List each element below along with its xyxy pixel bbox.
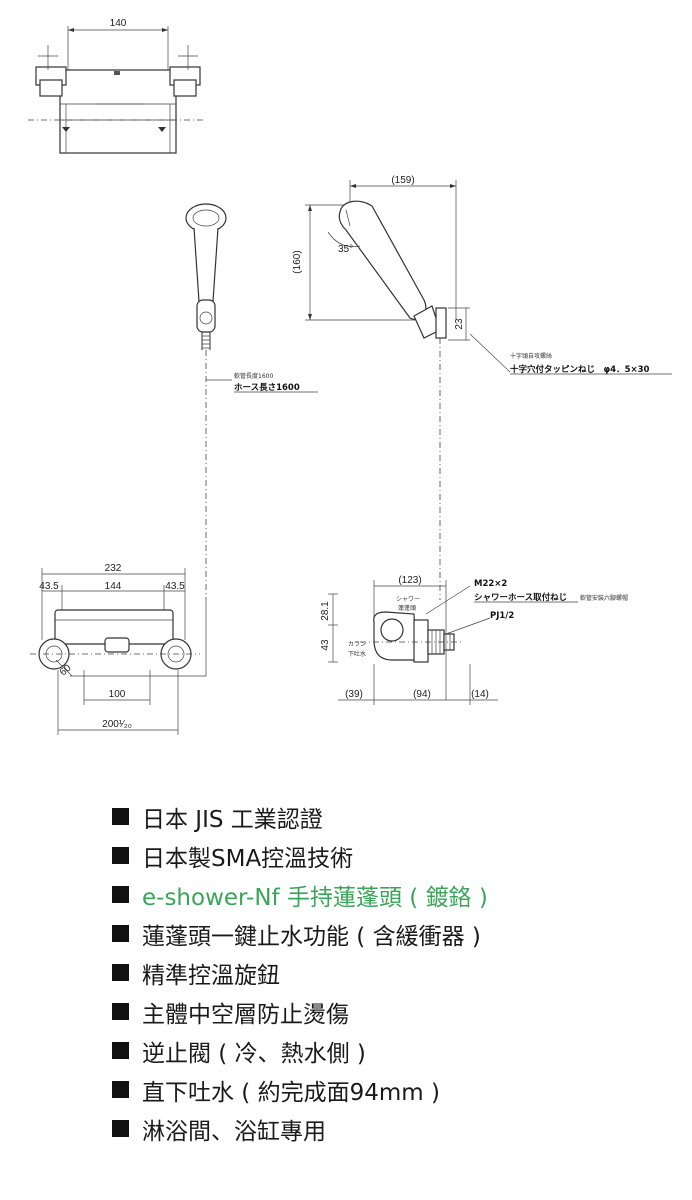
shower-head-front: 軟管長度1600 ホース長さ1600 — [185, 203, 318, 600]
feature-text: 日本 JIS 工業認證 — [142, 806, 323, 833]
bullet-square-icon — [112, 964, 129, 981]
angle-label: 35° — [338, 244, 353, 255]
front-bottom-inner: 100 — [109, 689, 126, 700]
feature-text: 蓮蓬頭一鍵止水功能 ( 含緩衝器 ) — [142, 923, 481, 950]
feature-list: 日本 JIS 工業認證 日本製SMA控溫技術 e-shower-Nf 手持蓮蓬頭… — [112, 797, 672, 1148]
feature-text: 直下吐水 ( 約完成面94mm ) — [142, 1079, 440, 1106]
bullet-square-icon — [112, 1081, 129, 1098]
feature-item: 逆止閥 ( 冷、熱水側 ) — [112, 1031, 672, 1070]
feature-text: e-shower-Nf 手持蓮蓬頭 ( 鍍鉻 ) — [142, 884, 488, 911]
top-view: 140 — [28, 18, 205, 154]
feature-item-highlight: e-shower-Nf 手持蓮蓬頭 ( 鍍鉻 ) — [112, 875, 672, 914]
screw-label: 十字穴付タッピンねじ φ4．5×30 — [510, 364, 650, 375]
top-width-dim: 140 — [110, 18, 127, 29]
hose-length-label: ホース長さ1600 — [234, 382, 300, 393]
shower-head-side: (159) (160) 35° 23 十字頭自攻螺絲 十字穴付タッピンねじ φ4… — [292, 175, 672, 600]
feature-item: 直下吐水 ( 約完成面94mm ) — [112, 1070, 672, 1109]
feature-text: 精準控溫旋鈕 — [142, 962, 280, 989]
feature-text: 淋浴間、浴缸專用 — [142, 1118, 326, 1145]
front-bottom-outer: 200¹⁄₂₀ — [102, 719, 132, 730]
bullet-square-icon — [112, 808, 129, 825]
right-top-dim: (123) — [398, 575, 421, 586]
bullet-square-icon — [112, 1120, 129, 1137]
right-d1: (39) — [345, 689, 363, 700]
bullet-square-icon — [112, 847, 129, 864]
right-d2: (94) — [413, 689, 431, 700]
shower-label-small: 蓮蓬頭 — [398, 604, 416, 612]
technical-drawing: 140 軟管長度1600 ホース長さ1600 — [28, 18, 672, 735]
feature-text: 逆止閥 ( 冷、熱水側 ) — [142, 1040, 366, 1067]
right-view: (123) 28.1 43 シャワー 蓮蓬頭 カラン 下吐水 M22×2 シャワ… — [320, 575, 628, 705]
hose-fitting-small: 軟管安裝六腳螺帽 — [580, 594, 628, 602]
front-center-width: 144 — [105, 581, 122, 592]
bullet-square-icon — [112, 1042, 129, 1059]
bullet-square-icon — [112, 1003, 129, 1020]
feature-item: 蓮蓬頭一鍵止水功能 ( 含緩衝器 ) — [112, 914, 672, 953]
karan-label: カラン — [348, 641, 366, 648]
pj-label: PJ1/2 — [490, 611, 514, 621]
bullet-square-icon — [112, 886, 129, 903]
front-total-width: 232 — [105, 563, 122, 574]
front-view: 232 43.5 144 43.5 60 100 200¹⁄₂₀ — [30, 563, 207, 735]
bracket-dim: 23 — [454, 318, 465, 330]
right-d3: (14) — [471, 689, 489, 700]
feature-item: 日本製SMA控溫技術 — [112, 836, 672, 875]
feature-text: 主體中空層防止燙傷 — [142, 1001, 349, 1028]
front-right-offset: 43.5 — [165, 581, 185, 592]
side-width-dim: (159) — [391, 175, 414, 186]
hose-length-small: 軟管長度1600 — [234, 372, 273, 380]
feature-text: 日本製SMA控溫技術 — [142, 845, 354, 872]
feature-item: 日本 JIS 工業認證 — [112, 797, 672, 836]
right-h2: 43 — [320, 639, 331, 651]
m22-label: M22×2 — [474, 579, 507, 589]
front-left-offset: 43.5 — [39, 581, 59, 592]
bullet-square-icon — [112, 925, 129, 942]
side-height-dim: (160) — [292, 250, 303, 273]
screw-label-small: 十字頭自攻螺絲 — [510, 352, 552, 360]
feature-item: 淋浴間、浴缸專用 — [112, 1109, 672, 1148]
hose-fitting-label: シャワーホース取付ねじ — [474, 592, 567, 603]
shower-label: シャワー — [396, 596, 420, 603]
right-h1: 28.1 — [320, 601, 331, 621]
feature-item: 精準控溫旋鈕 — [112, 953, 672, 992]
feature-item: 主體中空層防止燙傷 — [112, 992, 672, 1031]
karan-label-small: 下吐水 — [348, 650, 366, 658]
